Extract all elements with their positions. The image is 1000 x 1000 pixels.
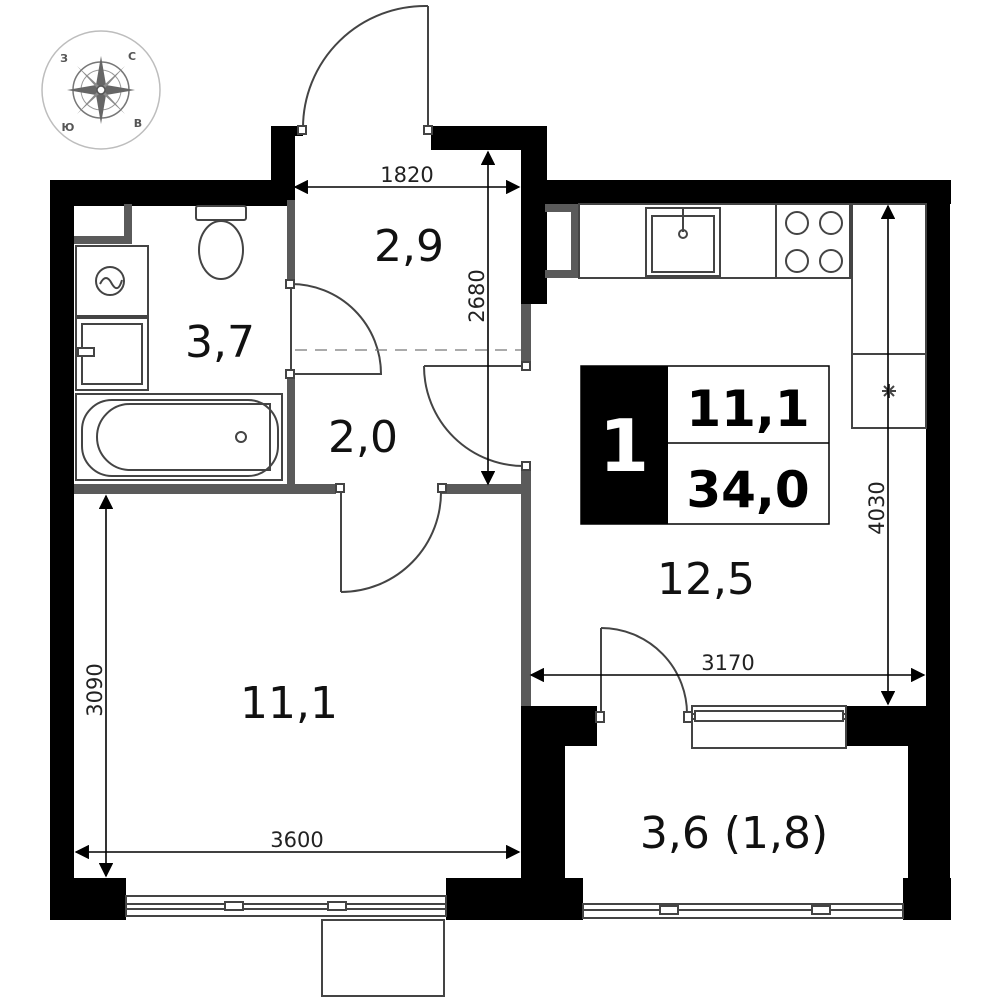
room-area-kitchen-living: 12,5 — [657, 554, 755, 605]
partitions — [74, 200, 579, 706]
bathroom-fixtures — [75, 205, 283, 481]
dim-bedroom-depth: 3090 — [83, 663, 107, 716]
stove-icon — [775, 203, 851, 279]
kitchen-sink-icon — [645, 207, 721, 277]
sink-icon — [75, 317, 149, 391]
bathtub-icon — [75, 393, 283, 481]
dim-hall-width: 1820 — [380, 163, 433, 187]
compass-south-label: Ю — [62, 121, 75, 134]
area-badge: 1 11,1 34,0 — [580, 365, 830, 525]
dim-bedroom-width: 3600 — [270, 828, 323, 852]
room-area-balcony: 3,6 (1,8) — [640, 808, 828, 859]
toilet-icon — [195, 205, 247, 280]
room-area-bedroom: 11,1 — [240, 678, 338, 729]
dim-kitchen-width: 3170 — [701, 651, 754, 675]
room-area-corridor: 2,0 — [328, 412, 398, 463]
room-area-bathroom: 3,7 — [185, 317, 255, 368]
washing-machine-icon — [75, 245, 149, 317]
fridge-icon — [851, 353, 927, 429]
dimension-lines — [74, 150, 926, 878]
badge-living-area: 11,1 — [686, 380, 809, 438]
doors — [285, 4, 693, 723]
compass-west-label: З — [60, 52, 68, 65]
compass-north-label: С — [128, 50, 136, 63]
badge-total-area: 34,0 — [686, 461, 809, 519]
compass-icon: С В Ю З — [41, 30, 161, 150]
dim-hall-depth: 2680 — [465, 269, 489, 322]
windows — [125, 705, 904, 997]
badge-room-count: 1 — [599, 404, 649, 488]
compass-east-label: В — [134, 117, 142, 130]
dim-kitchen-depth: 4030 — [865, 481, 889, 534]
exterior-walls — [50, 126, 951, 920]
room-area-hall: 2,9 — [374, 221, 444, 272]
